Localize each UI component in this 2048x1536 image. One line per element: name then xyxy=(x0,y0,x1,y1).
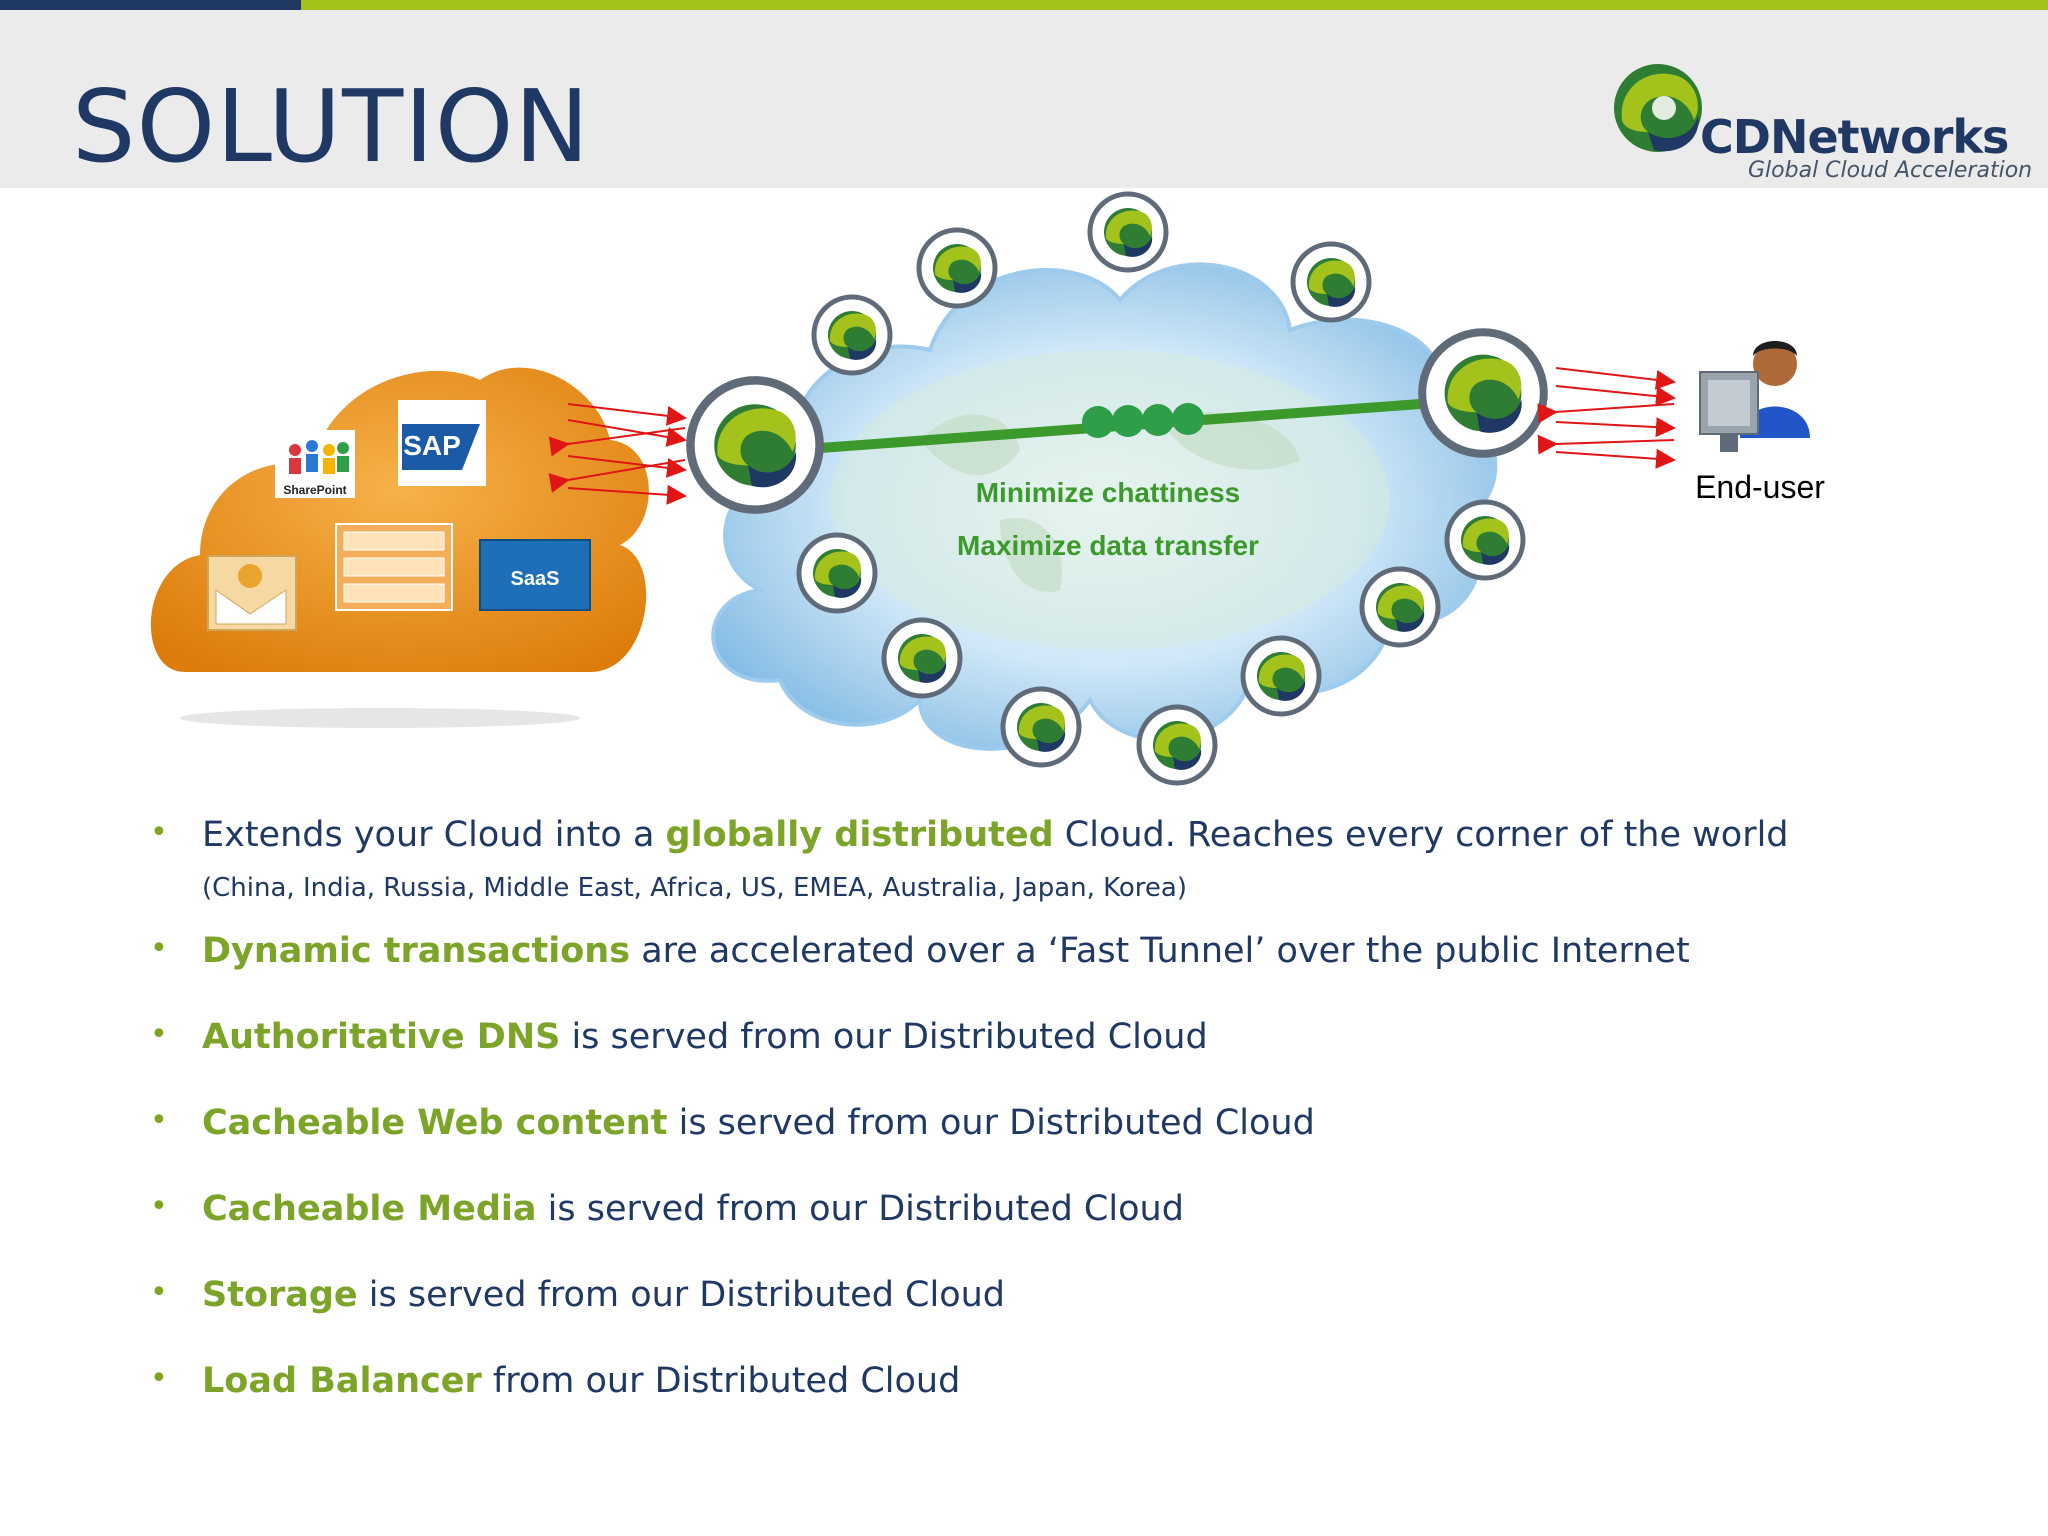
top-accent-bar-navy xyxy=(0,0,301,10)
region-list: (China, India, Russia, Middle East, Afri… xyxy=(202,873,1187,903)
server-stack-icon xyxy=(335,523,453,611)
sap-icon: SAP xyxy=(398,400,486,486)
feature-text: is served from our Distributed Cloud xyxy=(560,1017,1208,1057)
feature-text: are accelerated over a ‘Fast Tunnel’ ove… xyxy=(630,931,1690,971)
network-diagram: SharePoint SAP SaaS xyxy=(150,188,1825,788)
top-accent-bar-green xyxy=(301,0,2048,10)
sharepoint-icon: SharePoint xyxy=(275,430,355,498)
slide-title: SOLUTION xyxy=(72,68,591,185)
feature-text: is served from our Distributed Cloud xyxy=(536,1189,1184,1229)
feature-text: from our Distributed Cloud xyxy=(481,1361,961,1401)
feature-item: Authoritative DNS is served from our Dis… xyxy=(150,1017,2000,1057)
feature-text: is served from our Distributed Cloud xyxy=(667,1103,1315,1143)
feature-highlight: Cacheable Media xyxy=(202,1189,537,1229)
sap-label: SAP xyxy=(403,430,461,461)
logo-tagline: Global Cloud Acceleration xyxy=(1748,158,2033,183)
saas-label: SaaS xyxy=(511,568,560,590)
cdnetworks-logo: CDNetworks Global Cloud Acceleration xyxy=(1608,58,2032,188)
origin-traffic-arrows xyxy=(548,403,687,505)
email-icon xyxy=(207,555,297,631)
end-user-icon xyxy=(1699,341,1810,452)
feature-list: Extends your Cloud into a globally distr… xyxy=(150,815,2000,1401)
feature-item: Cacheable Web content is served from our… xyxy=(150,1103,2000,1143)
feature-item: Load Balancer from our Distributed Cloud xyxy=(150,1361,2000,1401)
tunnel-caption-2: Maximize data transfer xyxy=(957,530,1259,561)
feature-highlight: Storage xyxy=(202,1275,358,1315)
feature-item: Extends your Cloud into a globally distr… xyxy=(150,815,2000,903)
feature-highlight: Cacheable Web content xyxy=(202,1103,668,1143)
end-user-label: End-user xyxy=(1695,469,1825,505)
packet-dot xyxy=(1142,404,1174,436)
saas-icon: SaaS xyxy=(479,539,591,611)
feature-item: Cacheable Media is served from our Distr… xyxy=(150,1189,2000,1229)
origin-cloud: SharePoint SAP SaaS xyxy=(150,367,649,728)
packet-dot xyxy=(1172,403,1204,435)
enduser-traffic-arrows xyxy=(1537,367,1676,469)
feature-highlight: Load Balancer xyxy=(202,1361,482,1401)
feature-highlight: Authoritative DNS xyxy=(202,1017,561,1057)
sharepoint-label: SharePoint xyxy=(283,483,346,497)
fast-tunnel xyxy=(819,399,1421,453)
packet-dot xyxy=(1112,405,1144,437)
feature-highlight: Dynamic transactions xyxy=(202,931,631,971)
feature-highlight: globally distributed xyxy=(665,815,1054,855)
feature-text: is served from our Distributed Cloud xyxy=(357,1275,1006,1315)
slide-header: SOLUTION CDNetworks Global Cloud Acceler… xyxy=(0,10,2048,188)
packet-dot xyxy=(1082,406,1114,438)
feature-item: Dynamic transactions are accelerated ove… xyxy=(150,931,2000,971)
logo-wordmark: CDNetworks xyxy=(1700,110,2009,164)
feature-text: Cloud. Reaches every corner of the world xyxy=(1053,815,1789,855)
feature-item: Storage is served from our Distributed C… xyxy=(150,1275,2000,1315)
tunnel-caption-1: Minimize chattiness xyxy=(976,477,1241,508)
cdnetworks-swirl-icon xyxy=(1614,64,1702,152)
feature-text: Extends your Cloud into a xyxy=(202,815,666,855)
